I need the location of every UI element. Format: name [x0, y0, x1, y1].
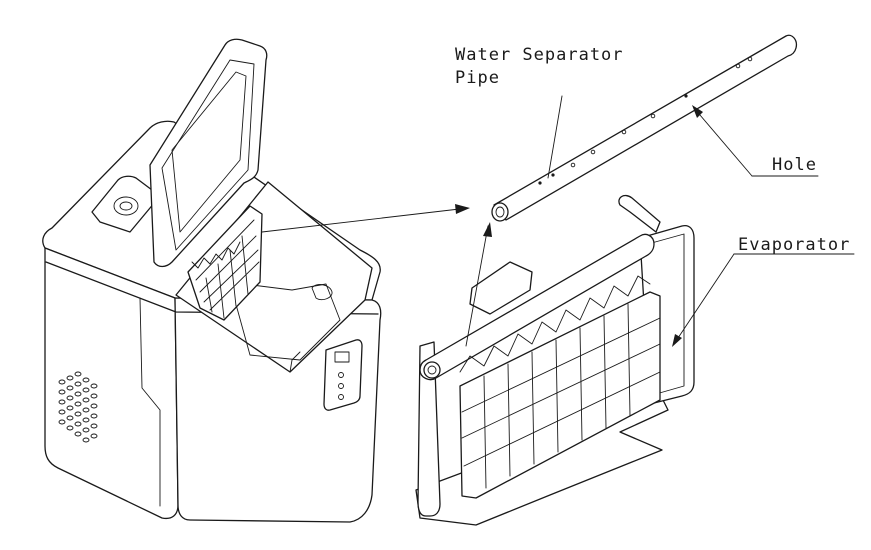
pipe-hole	[747, 56, 753, 62]
pipe-hole	[735, 63, 741, 69]
control-panel	[323, 339, 363, 411]
water-fill-cap	[91, 175, 161, 233]
water-separator-label-line2: Pipe	[455, 68, 500, 88]
evaporator-label: Evaporator	[738, 235, 850, 255]
open-lid	[149, 38, 268, 268]
pipe-hole	[621, 129, 627, 135]
installed-evaporator	[187, 205, 263, 321]
ice-maker-body	[42, 38, 382, 523]
evaporator-assembly	[415, 194, 695, 526]
water-separator-pipe	[491, 34, 798, 222]
water-separator-label-line1: Water Separator	[455, 45, 624, 65]
hole-label: Hole	[772, 155, 817, 175]
annotation-lines	[261, 95, 855, 347]
pipe-hole	[570, 162, 576, 168]
pipe-hole	[551, 173, 555, 177]
pipe-hole	[684, 94, 688, 98]
vent-grille	[58, 371, 98, 443]
pipe-hole	[538, 181, 542, 185]
pipe-hole	[590, 149, 596, 155]
pipe-hole	[650, 113, 656, 119]
